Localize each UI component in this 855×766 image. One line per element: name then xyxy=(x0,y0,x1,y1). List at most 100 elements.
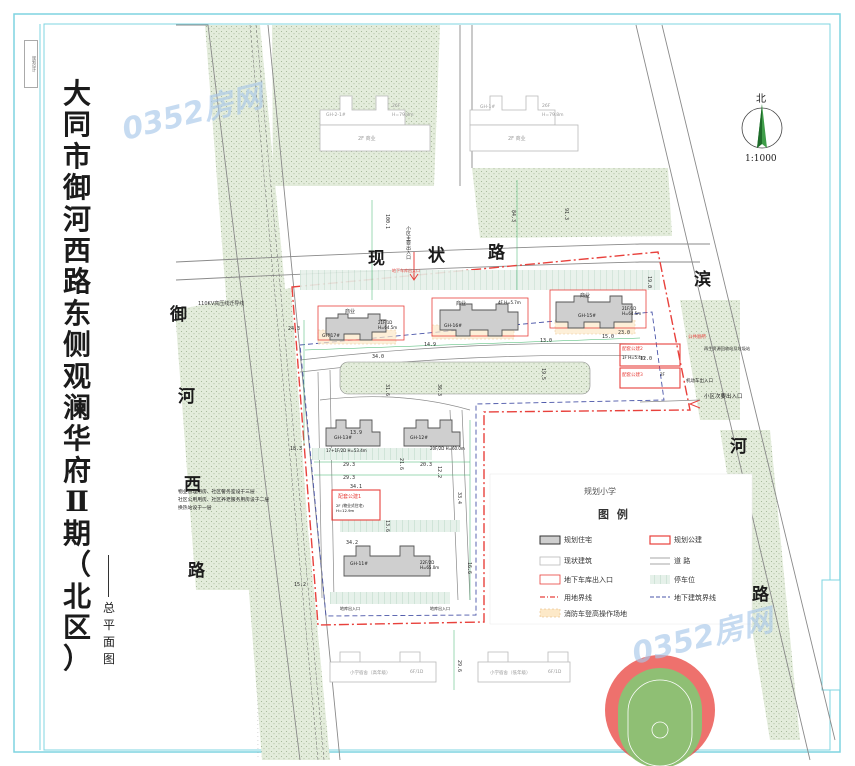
dimension-label: 21.6 xyxy=(398,458,404,471)
existing-building-right xyxy=(469,95,579,152)
road-right-char-2: 河 xyxy=(730,437,747,457)
gh13-height: 17+1F/2D H=53.4m xyxy=(326,448,367,453)
power-line xyxy=(249,24,325,761)
school-right-floors: 6F/1D xyxy=(548,670,562,675)
building-gh17 xyxy=(317,305,405,341)
dimension-label: 15.0 xyxy=(602,334,615,340)
title-char: 御 xyxy=(62,171,91,205)
recycle-label: 再生资源回收站及垃圾站 xyxy=(704,346,751,351)
gh13-id: GH-13# xyxy=(334,436,352,441)
ext-right-height: H=79.8m xyxy=(542,113,564,118)
title-char: 观 xyxy=(62,359,91,393)
dimension-label: 20.3 xyxy=(420,462,433,468)
running-track xyxy=(605,655,715,766)
road-top-char-1: 现 xyxy=(368,249,385,269)
road-left-char-3: 西 xyxy=(184,475,201,495)
school-building-right xyxy=(477,661,571,683)
drawing-subtitle: 总平面图 xyxy=(102,600,116,668)
road-xianzhuang-edge-bottom xyxy=(175,261,700,281)
legend-item-5: 地下车库出入口 xyxy=(564,576,613,584)
public-building-2 xyxy=(619,343,681,367)
dimension-label: 34.1 xyxy=(350,484,363,490)
dimension-label: 16.6 xyxy=(466,562,472,575)
subtitle-char: 平 xyxy=(102,618,115,632)
legend-box xyxy=(489,473,753,625)
green-upper-left xyxy=(272,25,440,186)
legend-item-4: 道 路 xyxy=(674,557,691,565)
road-right-char-1: 滨 xyxy=(694,270,711,290)
dimension-label: 14.9 xyxy=(424,342,437,348)
dimension-label: 29.3 xyxy=(343,462,356,468)
title-char: Ⅱ xyxy=(65,485,89,519)
garage-entrance-label: 地下车库出入口 xyxy=(392,268,420,273)
title-char: 西 xyxy=(62,234,91,268)
public-building-1 xyxy=(331,489,381,521)
pt3-name: 配套公建3 xyxy=(622,373,643,378)
gh16-height: 4F H=5.7m xyxy=(498,300,521,305)
legend-title: 图 例 xyxy=(598,508,630,521)
title-char: （ xyxy=(62,548,91,582)
gh15-id: GH-15# xyxy=(578,314,596,319)
ext-right-id: GH-1# xyxy=(480,105,496,110)
pt1-name: 配套公建1 xyxy=(338,494,362,500)
north-arrow-icon xyxy=(741,104,783,149)
dimension-label: 91.3 xyxy=(563,208,569,221)
gh17-id: GH-17# xyxy=(322,334,340,339)
dimension-label: 33.4 xyxy=(456,492,462,505)
community-note: 社区公用用房、社区养老服务用房设于二层 xyxy=(178,498,270,503)
spine-label: 规划设计 xyxy=(24,40,38,88)
title-char: 区 xyxy=(62,610,91,644)
dimension-label: 24.3 xyxy=(288,326,301,332)
scale-label: 1:1000 xyxy=(745,154,777,164)
garage-ramp-2: 地库出入口 xyxy=(430,606,450,611)
title-char: ） xyxy=(62,642,91,676)
legend-item-1: 规划住宅 xyxy=(564,536,592,544)
pt2-info: 1F H=5.4m xyxy=(622,355,645,360)
parking-strip-top xyxy=(300,270,660,290)
title-char: 北 xyxy=(62,579,91,613)
ext-left-height: H=79.8m xyxy=(392,113,414,118)
road-left-char-4: 路 xyxy=(188,561,205,581)
road-top-char-2: 状 xyxy=(428,246,445,266)
dimension-label: 29.3 xyxy=(343,475,356,481)
dimension-label: 100.1 xyxy=(384,214,390,230)
building-gh12 xyxy=(403,419,461,447)
building-gh13 xyxy=(325,419,381,447)
school-left-floors: 6F/1D xyxy=(410,670,424,675)
parking-strip-mid xyxy=(312,448,432,460)
road-top-char-3: 路 xyxy=(488,243,505,263)
ext-right-base: 2F 商业 xyxy=(508,136,526,142)
subtitle-char: 总 xyxy=(102,601,115,615)
dimension-label: 12.2 xyxy=(436,466,442,479)
property-note: 物业管理用房、社区警务室设于三层 xyxy=(178,490,255,495)
road-right-char-3: 路 xyxy=(752,585,769,605)
title-char: 东 xyxy=(62,296,91,330)
green-upper-right xyxy=(472,168,672,238)
dimension-label: 19.0 xyxy=(646,276,652,289)
existing-building-left xyxy=(319,95,431,152)
school-building-left xyxy=(329,661,437,683)
gh16-id: GH-16# xyxy=(444,324,462,329)
gh12-height: 20F/2D H=60.0m xyxy=(430,446,465,451)
compass-north-label: 北 xyxy=(756,94,766,105)
legend-swatches xyxy=(539,535,671,618)
dimension-label: 23.0 xyxy=(618,330,631,336)
pt3-info: 2F xyxy=(660,372,665,377)
dimension-label: 13.6 xyxy=(384,520,390,533)
dimension-label: 84.3 xyxy=(510,210,516,223)
title-char: 侧 xyxy=(62,328,91,362)
subtitle-char: 面 xyxy=(102,635,115,649)
school-right-name: 小学宿舍（低年级） xyxy=(490,671,531,676)
gh17-height: 21F/1D H=64.5m xyxy=(378,320,398,330)
gh11-height: 22F/2D H=65.0m xyxy=(420,560,440,570)
title-char: 路 xyxy=(62,265,91,299)
legend-item-6: 停车位 xyxy=(674,576,695,584)
title-char: 期 xyxy=(62,516,91,550)
ext-right-floors: 26F xyxy=(542,104,551,109)
road-left-char-1: 御 xyxy=(170,305,187,325)
ext-left-floors: 26F xyxy=(392,104,401,109)
dimension-label: 12.0 xyxy=(640,356,653,362)
building-gh16 xyxy=(431,297,529,337)
dimension-label: 13.0 xyxy=(540,338,553,344)
power-line-label: 110KV高压线迁导线 xyxy=(198,301,245,307)
